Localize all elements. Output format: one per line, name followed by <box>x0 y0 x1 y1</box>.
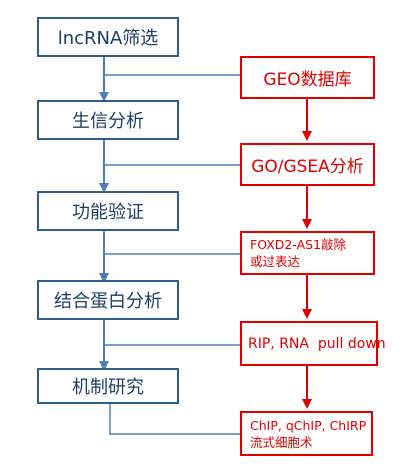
step-label: 生信分析 <box>72 111 144 132</box>
method-go-gsea: GO/GSEA分析 <box>240 143 375 186</box>
step-label: 机制研究 <box>72 377 144 398</box>
method-rip-pulldown: RIP, RNA pull down <box>240 321 386 366</box>
method-geo-database: GEO数据库 <box>240 56 375 99</box>
step-label: 功能验证 <box>72 202 144 223</box>
method-label: RIP, RNA pull down <box>248 335 386 352</box>
method-label: GO/GSEA分析 <box>251 157 364 177</box>
step-lncrna-screening: lncRNA筛选 <box>37 17 179 57</box>
method-chip-flow: ChIP, qChIP, ChIRP 流式细胞术 <box>240 411 373 456</box>
method-label-line2: 流式细胞术 <box>250 434 313 450</box>
connector-5 <box>109 404 240 435</box>
method-label-line1: ChIP, qChIP, ChIRP <box>250 417 367 433</box>
step-label: lncRNA筛选 <box>57 28 159 49</box>
method-foxd2-knockout: FOXD2-AS1敲除 或过表达 <box>240 231 375 275</box>
step-binding-protein-analysis: 结合蛋白分析 <box>37 280 179 320</box>
method-label-line2: 或过表达 <box>250 254 301 269</box>
method-label-line1: FOXD2-AS1敲除 <box>250 237 347 252</box>
step-label: 结合蛋白分析 <box>54 291 162 312</box>
method-label: GEO数据库 <box>263 70 352 90</box>
step-bioinformatics: 生信分析 <box>37 100 179 140</box>
step-mechanism-study: 机制研究 <box>37 368 179 404</box>
step-functional-validation: 功能验证 <box>37 191 179 231</box>
